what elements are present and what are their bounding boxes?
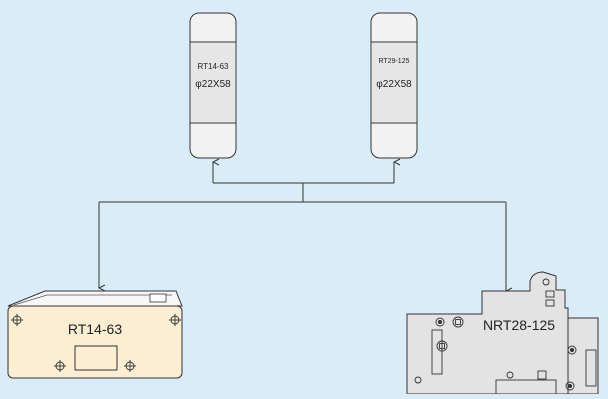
connector-lines [99, 162, 506, 291]
fuse-2-model: RT29-125 [378, 58, 409, 65]
latch-details [431, 278, 597, 395]
fuse-2-size: φ22X58 [376, 79, 412, 90]
base-1-label: RT14-63 [68, 321, 122, 337]
fuse-2: RT29-125 φ22X58 [370, 12, 418, 159]
fuse-1: RT14-63 φ22X58 [189, 12, 237, 159]
base-nrt28-125: NRT28-125 [406, 271, 599, 395]
fuse-1-model: RT14-63 [198, 62, 230, 71]
base-rt14-63: RT14-63 [7, 290, 183, 379]
fuse-1-size: φ22X58 [195, 79, 231, 90]
base-2-label: NRT28-125 [483, 317, 555, 333]
mounting-hole-icons [11, 314, 181, 372]
screw-icons [414, 316, 577, 391]
